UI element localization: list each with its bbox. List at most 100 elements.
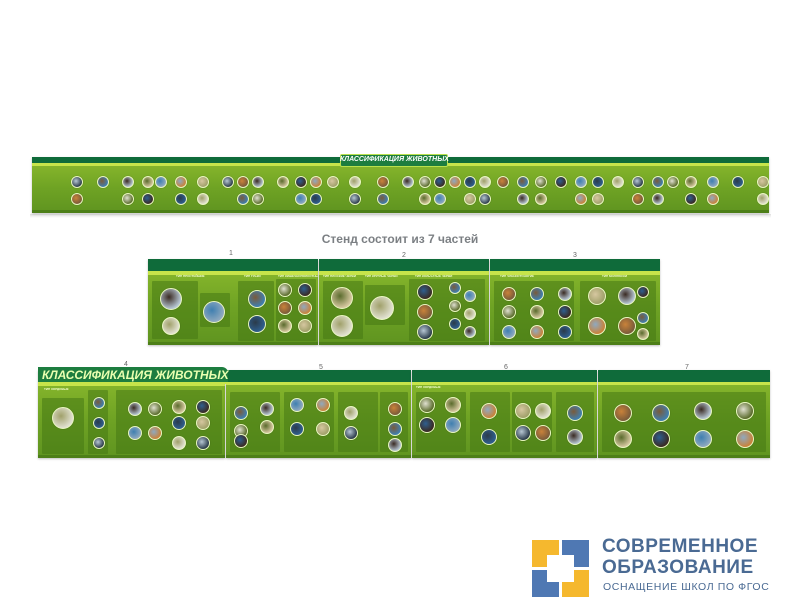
animal-photo xyxy=(515,425,531,441)
animal-photo xyxy=(612,176,624,188)
animal-photo xyxy=(588,287,606,305)
animal-photo xyxy=(316,422,330,436)
animal-photo xyxy=(558,325,572,339)
animal-photo xyxy=(575,193,587,205)
animal-photo xyxy=(652,430,670,448)
animal-photo xyxy=(327,176,339,188)
animal-photo xyxy=(237,176,249,188)
animal-photo xyxy=(567,405,583,421)
animal-photo xyxy=(172,416,186,430)
animal-photo xyxy=(402,176,414,188)
animal-photo xyxy=(652,193,664,205)
animal-photo xyxy=(295,176,307,188)
section-label-coelenterates: ТИП КИШЕЧНОПОЛОСТНЫЕ xyxy=(278,274,318,278)
animal-photo xyxy=(479,193,491,205)
animal-photo xyxy=(618,317,636,335)
animal-photo xyxy=(260,402,274,416)
animal-photo xyxy=(388,402,402,416)
animal-photo xyxy=(349,176,361,188)
banner-title-plate xyxy=(340,154,448,167)
stand-part-3: ТИП ЧЛЕНИСТОНОГИЕ ТИП МОЛЛЮСКИ xyxy=(490,259,660,345)
animal-photo xyxy=(419,193,431,205)
animal-photo xyxy=(93,437,105,449)
animal-photo xyxy=(449,300,461,312)
animal-photo xyxy=(148,426,162,440)
logo-line-1: СОВРЕМЕННОЕ xyxy=(602,536,758,557)
animal-photo xyxy=(558,287,572,301)
part-number-5: 5 xyxy=(319,364,323,371)
animal-photo xyxy=(162,317,180,335)
animal-photo xyxy=(122,176,134,188)
animal-photo xyxy=(417,324,433,340)
animal-photo xyxy=(637,286,649,298)
animal-photo xyxy=(614,404,632,422)
animal-photo xyxy=(331,315,353,337)
animal-photo xyxy=(449,282,461,294)
animal-photo xyxy=(637,328,649,340)
part-number-7: 7 xyxy=(685,364,689,371)
part-number-3: 3 xyxy=(573,252,577,259)
animal-photo xyxy=(298,319,312,333)
animal-photo xyxy=(588,317,606,335)
section-label-sponges: ТИП ГУБКИ xyxy=(244,274,261,278)
animal-photo xyxy=(290,422,304,436)
animal-photo xyxy=(196,416,210,430)
animal-photo xyxy=(445,397,461,413)
section-label-chordates: ТИП ХОРДОВЫЕ xyxy=(44,387,69,391)
animal-photo xyxy=(298,283,312,297)
animal-photo xyxy=(464,308,476,320)
animal-photo xyxy=(419,176,431,188)
animal-photo xyxy=(93,417,105,429)
animal-photo xyxy=(316,398,330,412)
animal-photo xyxy=(419,417,435,433)
animal-photo xyxy=(298,301,312,315)
animal-photo xyxy=(377,176,389,188)
animal-photo xyxy=(197,176,209,188)
logo-line-3: ОСНАЩЕНИЕ ШКОЛ ПО ФГОС xyxy=(603,581,770,593)
animal-photo xyxy=(142,176,154,188)
animal-photo xyxy=(52,407,74,429)
animal-photo xyxy=(757,176,769,188)
animal-photo xyxy=(278,319,292,333)
section-label-molluscs: ТИП МОЛЛЮСКИ xyxy=(602,274,628,278)
animal-photo xyxy=(344,426,358,440)
stand-part-7 xyxy=(598,370,770,458)
section-label-annelids: ТИП КОЛЬЧАТЫЕ ЧЕРВИ xyxy=(415,274,453,278)
animal-photo xyxy=(517,176,529,188)
animal-photo xyxy=(592,176,604,188)
animal-photo xyxy=(196,436,210,450)
animal-photo xyxy=(417,284,433,300)
animal-photo xyxy=(567,429,583,445)
section-label-arthropods: ТИП ЧЛЕНИСТОНОГИЕ xyxy=(500,274,535,278)
animal-photo xyxy=(349,193,361,205)
animal-photo xyxy=(260,420,274,434)
animal-photo xyxy=(530,325,544,339)
animal-photo xyxy=(592,193,604,205)
animal-photo xyxy=(694,402,712,420)
animal-photo xyxy=(757,193,769,205)
animal-photo xyxy=(481,403,497,419)
animal-photo xyxy=(502,325,516,339)
animal-photo xyxy=(278,301,292,315)
animal-photo xyxy=(71,193,83,205)
animal-photo xyxy=(558,305,572,319)
section-label-chordates-6: ТИП ХОРДОВЫЕ xyxy=(416,385,441,389)
animal-photo xyxy=(736,430,754,448)
animal-photo xyxy=(234,434,248,448)
stand-part-4: ТИП ХОРДОВЫЕ xyxy=(38,370,225,458)
animal-photo xyxy=(464,290,476,302)
animal-photo xyxy=(434,176,446,188)
animal-photo xyxy=(464,176,476,188)
animal-photo xyxy=(234,406,248,420)
animal-photo xyxy=(502,287,516,301)
animal-photo xyxy=(128,426,142,440)
part4-title-plate xyxy=(38,367,228,384)
animal-photo xyxy=(172,436,186,450)
animal-photo xyxy=(388,438,402,452)
animal-photo xyxy=(502,305,516,319)
animal-photo xyxy=(736,402,754,420)
stand-part-5 xyxy=(226,370,411,458)
animal-photo xyxy=(237,193,249,205)
animal-photo xyxy=(535,193,547,205)
